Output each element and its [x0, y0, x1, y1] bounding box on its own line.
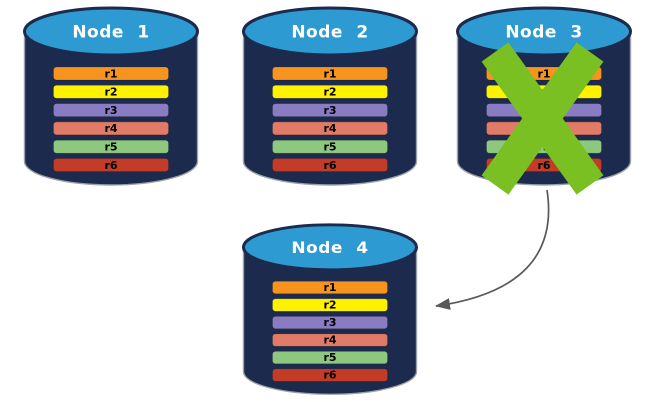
row: r2	[53, 85, 169, 99]
row-bar	[272, 139, 388, 154]
row: r3	[53, 103, 169, 117]
row-bar	[272, 158, 388, 172]
row-bar	[272, 121, 388, 136]
row-label: r2	[104, 86, 117, 99]
node-2: Node 2 r1 r2 r3 r4 r5	[242, 6, 418, 186]
row-bar	[272, 103, 388, 117]
arrow-shaft	[435, 189, 550, 310]
node-1: Node 1 r1 r2 r3 r4 r5	[23, 6, 199, 186]
row-bar	[272, 280, 388, 295]
cross-stroke	[481, 42, 604, 195]
row: r4	[272, 333, 388, 347]
cylinder-top	[242, 223, 418, 272]
node-title: Node 4	[291, 238, 368, 257]
row-bar	[53, 103, 169, 117]
row-label: r1	[104, 67, 117, 80]
row: r5	[53, 139, 169, 154]
node-title: Node 1	[72, 23, 149, 43]
row: r6	[53, 158, 169, 172]
node-3: Node 3 r1 r2 r3 r4 r5	[456, 6, 632, 195]
node-title: Node 3	[505, 23, 582, 43]
row-bar	[272, 316, 388, 330]
row: r4	[272, 121, 388, 136]
row: r5	[272, 351, 388, 365]
row: r2	[272, 298, 388, 312]
row: r4	[53, 121, 169, 136]
row-label: r4	[323, 122, 336, 135]
row-bar	[53, 139, 169, 154]
row-bar	[272, 333, 388, 347]
row: r3	[272, 316, 388, 330]
cylinder-top	[242, 6, 418, 57]
row-label: r2	[323, 86, 336, 99]
row: r5	[272, 139, 388, 154]
row-label: r6	[323, 369, 336, 382]
row: r3	[272, 103, 388, 117]
row-bar	[53, 66, 169, 81]
row: r1	[272, 280, 388, 295]
row-bar	[272, 351, 388, 365]
row-label: r1	[537, 67, 550, 80]
row-label: r6	[537, 159, 550, 172]
row-label: r4	[104, 122, 117, 135]
row-label: r3	[104, 104, 117, 117]
row-label: r3	[323, 104, 336, 117]
row: r2	[272, 85, 388, 99]
row-bar	[272, 368, 388, 382]
row-label: r6	[104, 159, 117, 172]
row-label: r5	[323, 351, 336, 364]
cylinder-top	[456, 6, 632, 57]
row-bar	[272, 85, 388, 99]
rows: r1 r2 r3 r4 r5 r6	[272, 66, 388, 172]
row-bar	[53, 158, 169, 172]
row: r1	[272, 66, 388, 81]
row-label: r1	[323, 281, 336, 294]
row: r6	[272, 158, 388, 172]
cylinder-top	[23, 6, 199, 57]
row-bar	[53, 85, 169, 99]
row-label: r2	[323, 299, 336, 312]
cross-x-mark	[481, 42, 604, 195]
row-label: r3	[323, 316, 336, 329]
row-label: r5	[323, 141, 336, 154]
row-label: r5	[104, 141, 117, 154]
row-bar	[53, 121, 169, 136]
row: r6	[272, 368, 388, 382]
row: r1	[53, 66, 169, 81]
row-label: r6	[323, 159, 336, 172]
row-bar	[272, 298, 388, 312]
node-4: Node 4 r1 r2 r3 r4 r5	[242, 223, 418, 395]
rows: r1 r2 r3 r4 r5 r6	[53, 66, 169, 172]
row-label: r4	[323, 334, 336, 347]
row-bar	[272, 66, 388, 81]
node-title: Node 2	[291, 23, 368, 43]
rows: r1 r2 r3 r4 r5 r6	[272, 280, 388, 382]
row-label: r1	[323, 67, 336, 80]
